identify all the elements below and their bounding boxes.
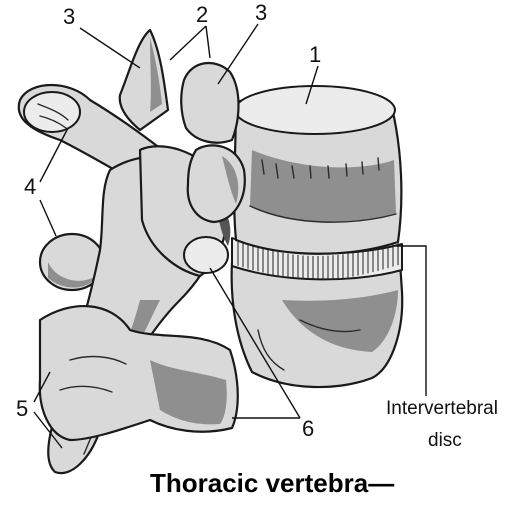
disc-label: disc [428,430,462,451]
diagram-title: Thoracic vertebra— [150,468,394,498]
upper-vertebral-body [234,86,401,254]
intervertebral-label: Intervertebral [386,398,498,419]
label-3-left: 3 [63,4,75,29]
label-4: 4 [24,174,36,199]
label-5: 5 [16,396,28,421]
label-1: 1 [309,42,321,67]
label-2: 2 [196,2,208,27]
superior-articular-process-left [120,30,168,130]
label-3-right: 3 [255,0,267,25]
label-6: 6 [302,416,314,441]
lower-vertebral-body [232,262,403,387]
